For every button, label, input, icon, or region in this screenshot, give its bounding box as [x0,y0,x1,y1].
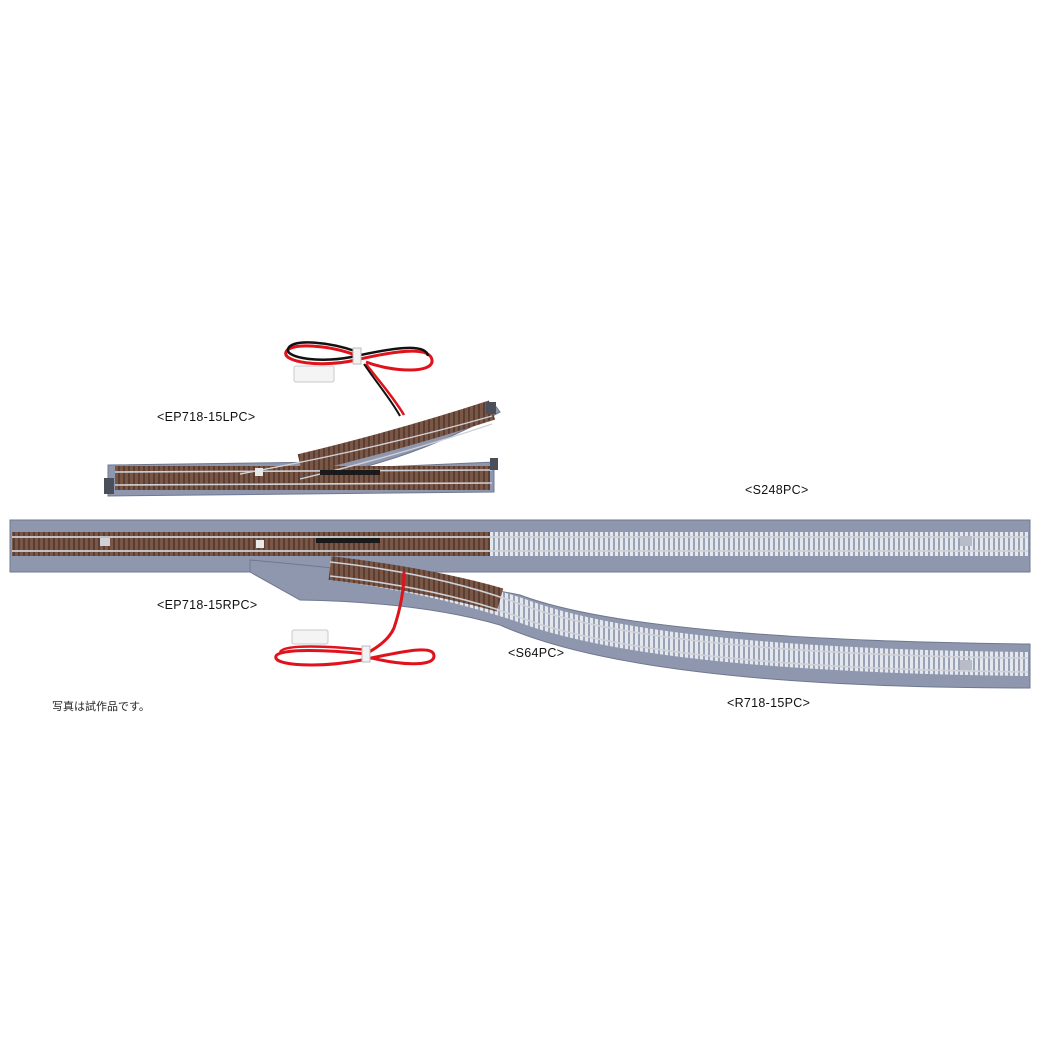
label-ep718-15rpc: <EP718-15RPC> [157,598,258,612]
label-s64pc: <S64PC> [508,646,565,660]
label-ep718-15lpc: <EP718-15LPC> [157,410,256,424]
prototype-note: 写真は試作品です。 [52,700,150,713]
main-straight-track [9,519,1031,573]
label-s248pc: <S248PC> [745,483,809,497]
turnout-left-track [104,400,501,497]
diverging-curve-track [249,556,1031,689]
wire-cable-lower [274,571,436,667]
wire-cable-upper [284,341,434,417]
label-r718-15pc: <R718-15PC> [727,696,811,710]
